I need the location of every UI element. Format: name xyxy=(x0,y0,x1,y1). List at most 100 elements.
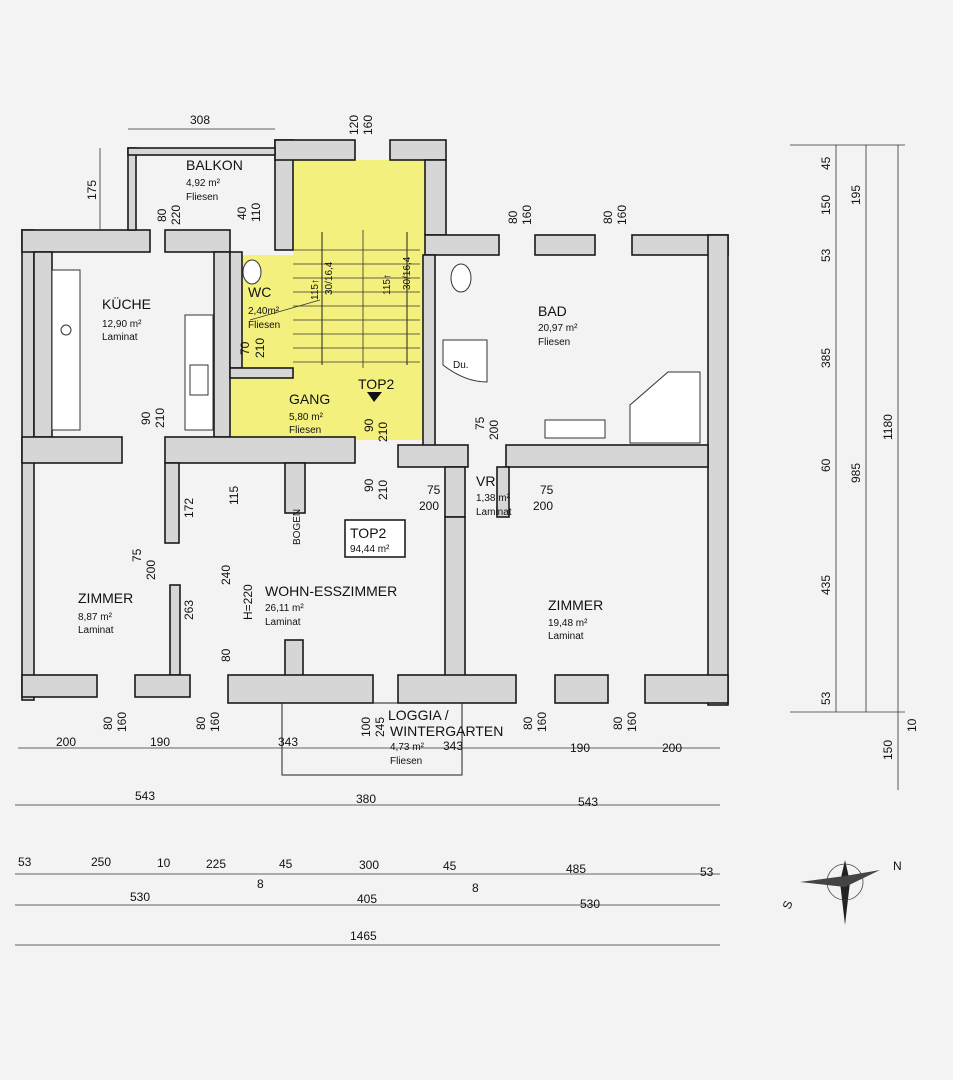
dim-k220: 220 xyxy=(169,205,183,225)
dim-r3-53b: 53 xyxy=(700,865,714,879)
dim-r3-53a: 53 xyxy=(18,855,32,869)
dim-z75: 75 xyxy=(130,548,144,562)
dim-v-150: 150 xyxy=(819,195,833,215)
dim-r3-45a: 45 xyxy=(279,857,293,871)
dim-v-435: 435 xyxy=(819,575,833,595)
dim-z115: 115 xyxy=(227,486,241,505)
highlight-zone xyxy=(230,160,425,440)
shower-icon xyxy=(442,339,488,383)
dim-r5-1465: 1465 xyxy=(350,929,377,943)
washbasin-icon xyxy=(544,419,606,439)
dim-g210: 210 xyxy=(376,422,390,442)
room-name-wohn: WOHN-ESSZIMMER xyxy=(265,583,397,599)
top2-stair-label: TOP2 xyxy=(358,376,395,392)
room-area-wohn: 26,11 m² xyxy=(265,603,304,614)
room-floor-wohn: Laminat xyxy=(265,617,301,628)
dim-bot80c: 80 xyxy=(521,716,535,730)
room-floor-gang: Fliesen xyxy=(289,425,321,436)
dimension-lines xyxy=(15,128,905,946)
room-name-balkon: BALKON xyxy=(186,157,243,173)
dim-vr75a: 75 xyxy=(427,483,441,497)
room-name-gang: GANG xyxy=(289,391,330,407)
dim-v-53b: 53 xyxy=(819,691,833,705)
dim-r3-300: 300 xyxy=(359,858,379,872)
room-name-zimmer-left: ZIMMER xyxy=(78,590,133,606)
dim-r1-190b: 190 xyxy=(570,741,590,755)
dim-r1-200b: 200 xyxy=(662,741,682,755)
sink-icon xyxy=(189,364,209,396)
stair1-count: 115↑ xyxy=(310,279,321,300)
room-name-bad: BAD xyxy=(538,303,567,319)
room-area-kueche: 12,90 m² xyxy=(102,319,142,330)
room-floor-wc: Fliesen xyxy=(248,320,280,331)
room-area-balkon: 4,92 m² xyxy=(186,178,221,189)
dim-r4-530b: 530 xyxy=(580,897,600,911)
dim-v-385: 385 xyxy=(819,348,833,368)
dim-v-53: 53 xyxy=(819,248,833,262)
room-name-zimmer-right: ZIMMER xyxy=(548,597,603,613)
dim-r2-380: 380 xyxy=(356,792,376,806)
dim-bot160c: 160 xyxy=(535,712,549,732)
dim-z240: 240 xyxy=(219,565,233,585)
dim-r1-190a: 190 xyxy=(150,735,170,749)
dim-r3-45b: 45 xyxy=(443,859,457,873)
room-floor-zimmer-right: Laminat xyxy=(548,631,584,642)
dim-v-195: 195 xyxy=(849,185,863,205)
dim-z263: 263 xyxy=(182,600,196,620)
room-floor-loggia: Fliesen xyxy=(390,756,422,767)
room-name-kueche: KÜCHE xyxy=(102,295,151,312)
dim-w210: 210 xyxy=(376,480,390,500)
shower-label: Du. xyxy=(453,360,469,371)
room-area-loggia: 4,73 m² xyxy=(390,742,425,753)
dim-b160b: 160 xyxy=(615,205,629,225)
room-name-loggia-2: WINTERGARTEN xyxy=(390,723,503,739)
room-area-vr: 1,38 m² xyxy=(476,493,511,504)
dim-r2-543a: 543 xyxy=(135,789,155,803)
dim-r2-543b: 543 xyxy=(578,795,598,809)
top2-box-label: TOP2 xyxy=(350,525,387,541)
stove-icon xyxy=(60,324,72,336)
top2-total-area: 94,44 m² xyxy=(350,544,390,555)
kitchen-counter xyxy=(51,269,81,431)
toilet-icon xyxy=(450,263,472,293)
dim-bot160d: 160 xyxy=(625,712,639,732)
walls xyxy=(21,139,729,706)
room-floor-vr: Laminat xyxy=(476,507,512,518)
wc-toilet-icon xyxy=(242,259,262,285)
dim-r4-405: 405 xyxy=(357,892,377,906)
room-area-wc: 2,40m² xyxy=(248,306,280,317)
loggia-outline xyxy=(281,702,463,776)
dim-308: 308 xyxy=(190,113,210,127)
compass-north: N xyxy=(893,859,902,873)
dim-bot245: 245 xyxy=(373,717,387,737)
dim-vr200a: 200 xyxy=(419,499,439,513)
bogen-label: BOGEN xyxy=(292,509,303,545)
room-floor-balkon: Fliesen xyxy=(186,192,218,203)
dim-top-160: 160 xyxy=(361,115,375,135)
dim-bot80a: 80 xyxy=(101,716,115,730)
dim-g90: 90 xyxy=(362,418,376,432)
dim-r3-10: 10 xyxy=(157,856,171,870)
room-floor-bad: Fliesen xyxy=(538,337,570,348)
room-area-gang: 5,80 m² xyxy=(289,412,324,423)
dim-z80: 80 xyxy=(219,648,233,662)
dim-vr200b: 200 xyxy=(533,499,553,513)
dim-r3-250: 250 xyxy=(91,855,111,869)
room-name-loggia-1: LOGGIA / xyxy=(388,707,449,723)
dim-r3-8b: 8 xyxy=(472,881,479,895)
room-floor-zimmer-left: Laminat xyxy=(78,625,114,636)
dim-z172: 172 xyxy=(182,498,196,518)
dim-r3-485: 485 xyxy=(566,862,586,876)
bathtub-icon xyxy=(629,371,701,444)
dim-k80: 80 xyxy=(155,208,169,222)
dim-k210: 210 xyxy=(153,408,167,428)
fixtures xyxy=(51,259,701,444)
dim-175: 175 xyxy=(85,180,99,200)
dim-v-45: 45 xyxy=(819,156,833,170)
dim-bot160a: 160 xyxy=(115,712,129,732)
top2-marker-icon xyxy=(367,392,382,402)
stair2-ratio: 30/16,4 xyxy=(402,256,413,290)
dim-wc210: 210 xyxy=(253,338,267,358)
dim-bot100: 100 xyxy=(359,717,373,737)
